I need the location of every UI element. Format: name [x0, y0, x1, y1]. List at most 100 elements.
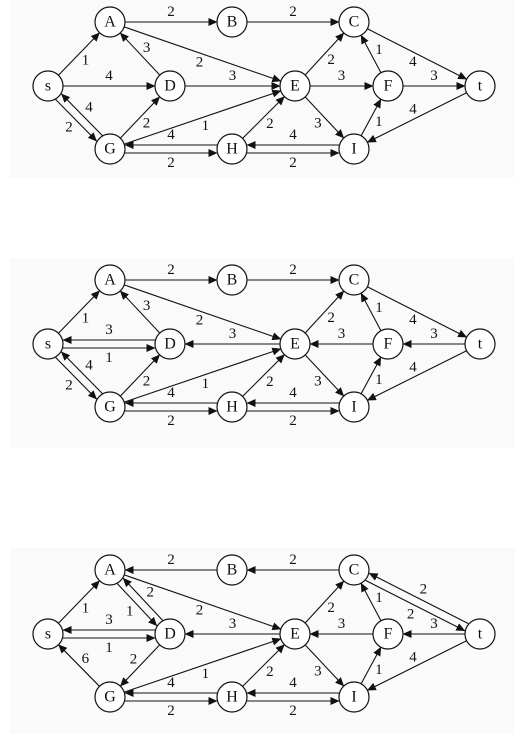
edge-s-G	[55, 357, 98, 400]
node-label: B	[227, 272, 238, 289]
node-label: I	[351, 399, 356, 416]
edge-label: 1	[82, 600, 90, 616]
edge-D-G	[119, 644, 161, 687]
edge-G-D	[119, 354, 161, 397]
edge-label: 3	[430, 326, 438, 342]
node-label: B	[227, 14, 238, 31]
node-label: H	[226, 399, 238, 416]
node-label: E	[290, 626, 300, 643]
edge-label: 2	[167, 703, 175, 719]
edge-label: 2	[289, 262, 297, 278]
edge-label: 4	[409, 359, 417, 375]
edge-label: 2	[130, 651, 138, 667]
edge-D-A	[122, 577, 164, 621]
node-label: C	[349, 562, 360, 579]
node-B	[216, 554, 248, 586]
node-E	[279, 618, 311, 650]
edge-label: 4	[167, 385, 175, 401]
panel-background	[10, 258, 515, 448]
node-label: H	[226, 141, 238, 158]
node-label: F	[384, 626, 393, 643]
node-label: D	[164, 626, 176, 643]
node-label: t	[478, 626, 483, 643]
edge-label: 3	[338, 616, 346, 632]
edge-label: 2	[196, 603, 204, 619]
edge-E-C	[304, 580, 345, 624]
node-label: F	[384, 78, 393, 95]
node-label: G	[104, 141, 116, 158]
edge-label: 4	[409, 649, 417, 665]
edge-label: 2	[65, 119, 73, 135]
edge-C-t	[367, 28, 468, 80]
edge-label: 4	[409, 54, 417, 70]
edge-A-E	[123, 26, 282, 83]
edge-s-A	[58, 32, 100, 76]
edge-A-E	[123, 574, 282, 631]
node-H	[216, 681, 248, 713]
edge-label: 2	[327, 310, 335, 326]
edge-E-C	[304, 32, 345, 76]
edge-G-E	[124, 89, 282, 145]
edge-label: 2	[167, 4, 175, 20]
node-t	[464, 328, 496, 360]
edge-s-A	[58, 580, 100, 624]
node-label: B	[227, 562, 238, 579]
node-label: s	[45, 336, 51, 353]
edge-label: 1	[375, 372, 383, 388]
edge-label: 3	[105, 322, 113, 338]
edge-label: 2	[327, 600, 335, 616]
edge-label: 2	[420, 582, 428, 598]
edge-label: 2	[407, 606, 415, 622]
node-G	[94, 681, 126, 713]
edge-label: 1	[105, 350, 113, 366]
edge-H-E	[242, 644, 285, 687]
node-F	[372, 328, 404, 360]
node-H	[216, 391, 248, 423]
edge-F-C	[360, 292, 382, 332]
edge-G-D	[119, 96, 161, 139]
edge-label: 3	[229, 326, 237, 342]
edge-label: 1	[202, 376, 210, 392]
edge-label: 2	[167, 413, 175, 429]
node-G	[94, 133, 126, 165]
node-C	[338, 264, 370, 296]
edge-label: 3	[430, 68, 438, 84]
edge-E-I	[304, 644, 345, 687]
edge-label: 4	[85, 358, 93, 374]
node-label: A	[104, 272, 116, 289]
edge-label: 3	[314, 374, 322, 390]
node-label: C	[349, 272, 360, 289]
edge-E-C	[304, 290, 345, 334]
edge-label: 1	[375, 42, 383, 58]
node-label: F	[384, 336, 393, 353]
edge-label: 4	[289, 675, 297, 691]
edge-s-A	[58, 290, 100, 334]
node-label: t	[478, 78, 483, 95]
edge-D-A	[119, 290, 161, 334]
edge-H-E	[242, 96, 285, 139]
edge-label: 6	[82, 651, 90, 667]
edge-label: 3	[338, 68, 346, 84]
node-E	[279, 328, 311, 360]
edge-label: 3	[143, 298, 151, 314]
edge-label: 2	[196, 55, 204, 71]
panel-background	[10, 548, 515, 734]
node-s	[32, 328, 64, 360]
node-label: I	[351, 141, 356, 158]
node-label: C	[349, 14, 360, 31]
node-A	[94, 264, 126, 296]
node-label: G	[104, 399, 116, 416]
node-D	[154, 328, 186, 360]
edge-F-C	[360, 582, 382, 622]
edge-label: 4	[167, 675, 175, 691]
edge-label: 3	[229, 68, 237, 84]
edge-label: 1	[105, 640, 113, 656]
edge-t-I	[366, 350, 467, 401]
edge-t-I	[366, 640, 467, 691]
edge-G-E	[124, 347, 282, 403]
edge-label: 1	[375, 590, 383, 606]
